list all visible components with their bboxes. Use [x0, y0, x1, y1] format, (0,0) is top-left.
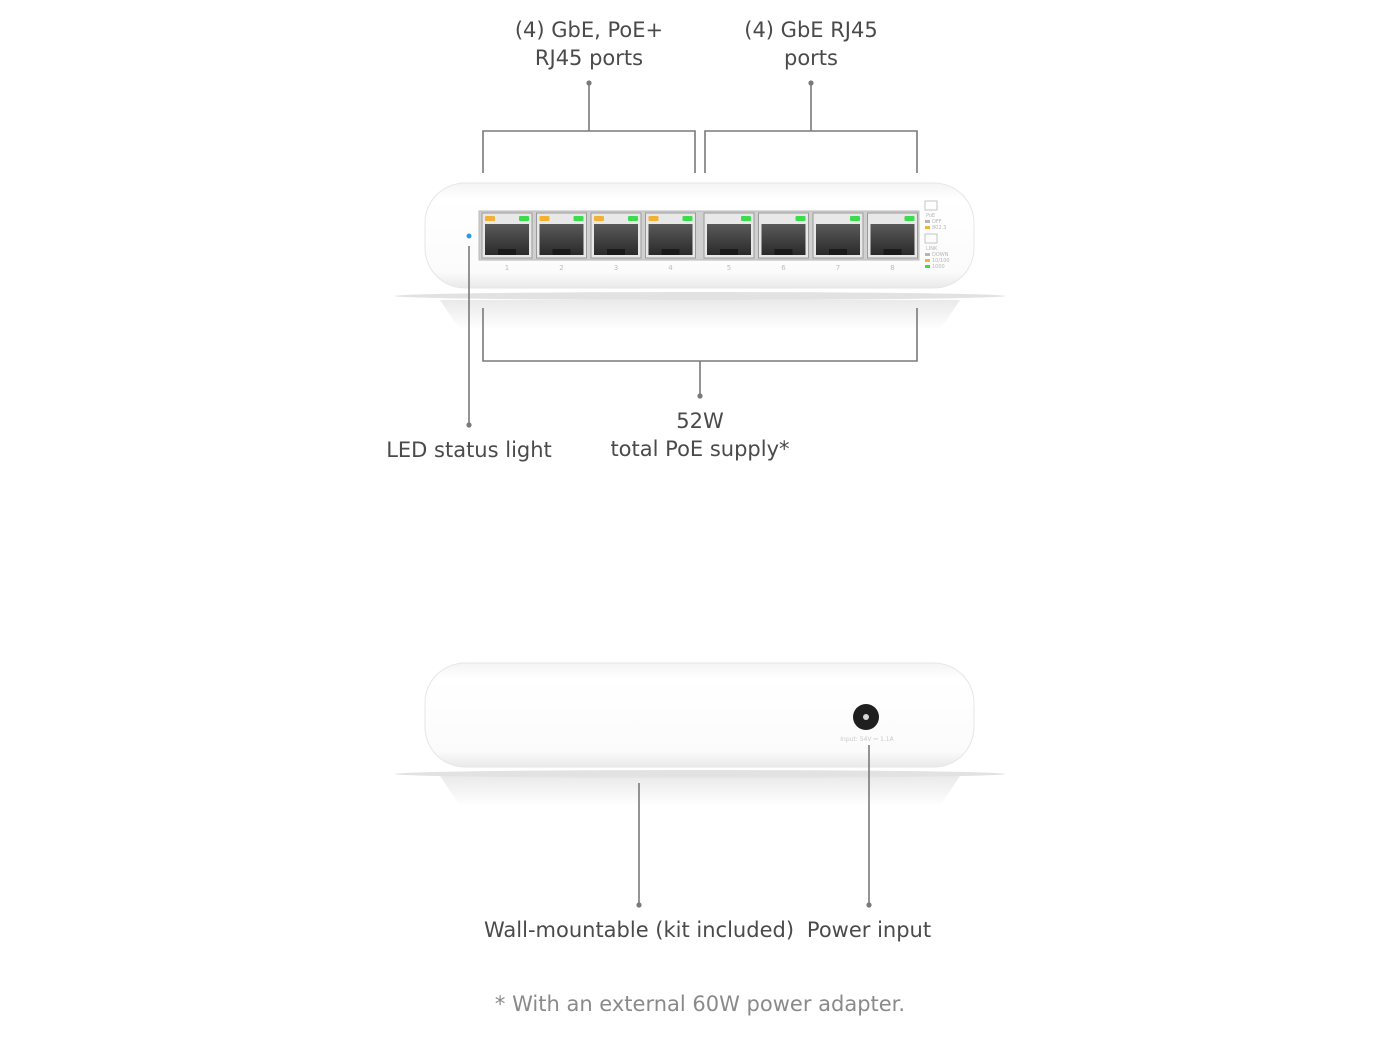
legend-8023-text: 802.3 — [932, 225, 946, 231]
poe-supply-bracket — [482, 308, 918, 396]
legend-swatch-1000 — [925, 265, 930, 268]
port-poe-led — [539, 216, 550, 221]
power-input-dot — [866, 902, 872, 908]
rj45-port-4 — [645, 212, 696, 259]
legend-swatch-down — [925, 253, 930, 256]
legend-swatch-off — [925, 220, 930, 223]
poe-legend-icon — [924, 200, 938, 211]
port-latch-slot — [883, 249, 902, 255]
power-jack-pin — [863, 714, 869, 720]
gbe-ports-callout: (4) GbE RJ45 ports — [711, 16, 911, 72]
port-link-led — [573, 216, 584, 221]
rear-callout-dots — [636, 902, 872, 908]
poe-ports-dot — [586, 80, 592, 86]
port-latch-slot — [498, 249, 516, 255]
port-number-2: 2 — [559, 264, 563, 272]
front-view-device: 1 2 3 4 5 6 7 8 PoE OFF 802.3 LINK DOWN 10/100 … — [395, 182, 1005, 330]
gbe-ports-bracket — [704, 83, 918, 173]
port-latch-slot — [720, 249, 738, 255]
port-link-led — [519, 216, 529, 221]
rj45-ports — [481, 212, 918, 259]
legend-swatch-100 — [925, 259, 930, 262]
port-number-row: 1 2 3 4 5 6 7 8 — [505, 264, 895, 272]
port-number-7: 7 — [836, 264, 840, 272]
front-callout-lines — [468, 83, 918, 425]
port-latch-slot — [661, 249, 680, 255]
poe-ports-bracket — [482, 83, 696, 173]
port-link-led — [795, 216, 806, 221]
legend-off-text: OFF — [932, 219, 942, 225]
port-poe-led — [594, 216, 604, 221]
led-status-dot — [466, 422, 472, 428]
legend-100-text: 10/100 — [932, 258, 950, 264]
link-legend-header: LINK — [926, 246, 938, 252]
led-status-callout: LED status light — [369, 436, 569, 464]
poe-supply-callout-line2: total PoE supply* — [610, 437, 790, 461]
power-rating-label: Input: 54V ⎓ 1.1A — [840, 736, 894, 743]
power-input-callout: Power input — [789, 916, 949, 944]
front-callout-dots — [466, 80, 814, 428]
port-number-3: 3 — [614, 264, 618, 272]
poe-supply-callout-line1: 52W — [676, 409, 724, 433]
rj45-port-7 — [812, 212, 864, 259]
poe-ports-callout-line2: RJ45 ports — [534, 46, 644, 70]
poe-legend-header: PoE — [926, 213, 935, 219]
rear-view-device: Input: 54V ⎓ 1.1A — [395, 662, 1005, 806]
gbe-ports-callout-line2: ports — [784, 46, 838, 70]
gbe-ports-callout-line1: (4) GbE RJ45 — [744, 18, 878, 42]
rj45-port-6 — [758, 212, 809, 259]
port-number-4: 4 — [668, 264, 673, 272]
rear-device-body — [424, 662, 975, 768]
port-latch-slot — [774, 249, 793, 255]
front-floor-shadow — [395, 292, 1005, 300]
port-number-6: 6 — [781, 264, 786, 272]
rear-reflection — [440, 776, 960, 806]
rj45-port-1 — [481, 212, 533, 259]
port-number-5: 5 — [727, 264, 731, 272]
port-link-led — [850, 216, 860, 221]
legend-1000-text: 1000 — [932, 264, 945, 270]
port-link-led — [741, 216, 751, 221]
wall-mount-callout: Wall-mountable (kit included) — [469, 916, 809, 944]
front-reflection — [440, 300, 960, 330]
poe-ports-callout: (4) GbE, PoE+ RJ45 ports — [489, 16, 689, 72]
port-latch-slot — [552, 249, 571, 255]
poe-ports-callout-line1: (4) GbE, PoE+ — [514, 18, 664, 42]
port-latch-slot — [607, 249, 625, 255]
poe-supply-dot — [697, 393, 703, 399]
rj45-port-2 — [536, 212, 587, 259]
power-input-callout-text: Power input — [806, 918, 932, 942]
wall-mount-callout-text: Wall-mountable (kit included) — [483, 918, 795, 942]
rear-callout-lines — [638, 745, 870, 905]
link-legend-icon — [924, 233, 938, 244]
led-legend: PoE OFF 802.3 LINK DOWN 10/100 1000 — [924, 200, 950, 270]
poe-supply-callout: 52W total PoE supply* — [580, 407, 820, 463]
rj45-port-3 — [590, 212, 642, 259]
legend-swatch-8023 — [925, 226, 930, 229]
port-number-8: 8 — [890, 264, 894, 272]
footnote: * With an external 60W power adapter. — [494, 992, 906, 1016]
port-link-led — [628, 216, 638, 221]
port-poe-led — [648, 216, 659, 221]
status-led — [466, 233, 472, 239]
gbe-ports-dot — [808, 80, 814, 86]
port-number-1: 1 — [505, 264, 509, 272]
legend-down-text: DOWN — [932, 252, 949, 258]
port-poe-led — [485, 216, 495, 221]
port-link-led — [904, 216, 915, 221]
led-status-callout-text: LED status light — [386, 438, 552, 462]
port-latch-slot — [829, 249, 847, 255]
port-link-led — [682, 216, 693, 221]
wall-mount-dot — [636, 902, 642, 908]
rj45-port-8 — [867, 212, 918, 259]
rj45-port-5 — [703, 212, 755, 259]
